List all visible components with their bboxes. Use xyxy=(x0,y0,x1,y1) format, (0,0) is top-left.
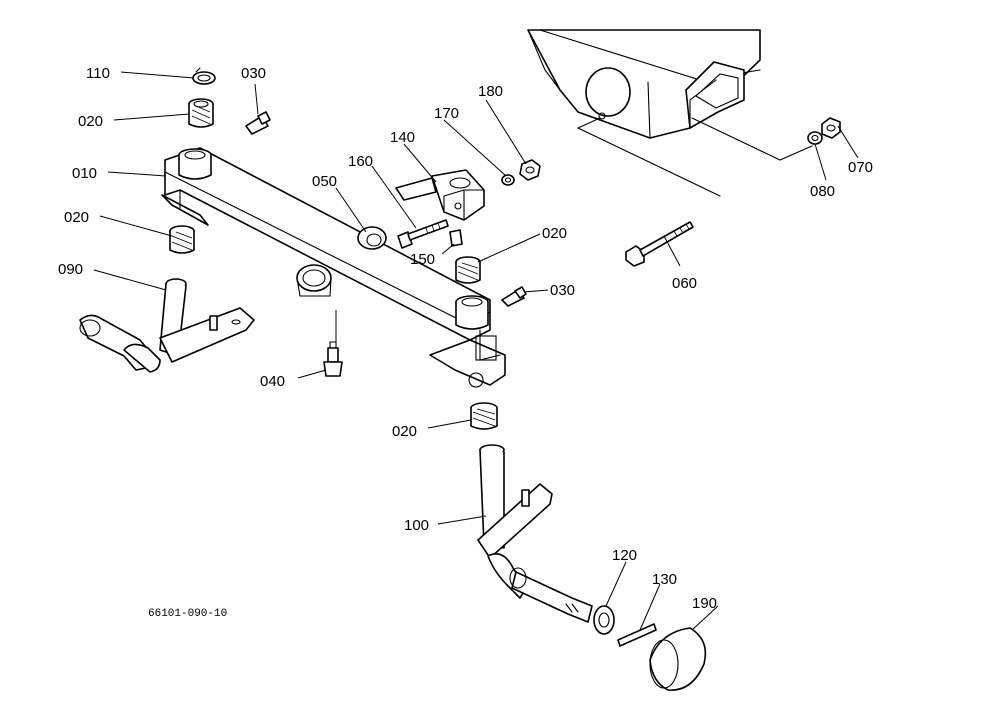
grease-nipple-030-right xyxy=(501,286,527,307)
knuckle-arm-100 xyxy=(477,444,593,623)
callout-040: 040 xyxy=(260,373,285,390)
bracket-140 xyxy=(395,169,485,221)
bolt-160 xyxy=(397,219,449,249)
callout-130: 130 xyxy=(652,571,677,588)
grease-nipple-040 xyxy=(323,341,343,377)
callout-090: 090 xyxy=(58,261,83,278)
washer-120 xyxy=(593,605,615,635)
callout-020-left: 020 xyxy=(64,209,89,226)
callout-030-left: 030 xyxy=(241,65,266,82)
callout-020-right-upper: 020 xyxy=(542,225,567,242)
callout-150: 150 xyxy=(410,251,435,268)
callout-110: 110 xyxy=(86,65,110,82)
nut-180 xyxy=(519,159,541,181)
bushing-020-right-upper xyxy=(455,256,481,284)
callout-060: 060 xyxy=(672,275,697,292)
callout-100: 100 xyxy=(404,517,429,534)
callout-020-right-lower: 020 xyxy=(392,423,417,440)
axle-beam xyxy=(161,147,506,388)
split-pin-130 xyxy=(617,623,657,647)
tractor-frame xyxy=(527,29,813,197)
callout-170: 170 xyxy=(434,105,459,122)
bushing-020-left-lower xyxy=(169,225,195,254)
callout-050: 050 xyxy=(312,173,337,190)
callout-190: 190 xyxy=(692,595,717,612)
grease-nipple-030-left xyxy=(245,111,271,135)
circlip-110 xyxy=(192,67,216,85)
knuckle-arm-090 xyxy=(79,278,255,373)
hub-cap-190 xyxy=(649,627,707,691)
pin-150 xyxy=(449,229,463,247)
callout-120: 120 xyxy=(612,547,637,564)
leader-lines xyxy=(93,71,859,631)
washer-050 xyxy=(357,226,387,250)
callout-020-top: 020 xyxy=(78,113,103,130)
callout-140: 140 xyxy=(390,129,415,146)
callout-180: 180 xyxy=(478,83,503,100)
bolt-060 xyxy=(625,221,694,267)
drawing-code: 66101-090-10 xyxy=(148,608,227,620)
callout-070: 070 xyxy=(848,159,873,176)
bushing-020-top xyxy=(188,98,214,128)
nut-070 xyxy=(821,117,841,139)
washer-170 xyxy=(501,174,515,186)
callout-labels: 110 030 020 010 020 090 050 160 140 170 … xyxy=(58,65,873,612)
callout-160: 160 xyxy=(348,153,373,170)
callout-030-right: 030 xyxy=(550,282,575,299)
callout-010: 010 xyxy=(72,165,97,182)
callout-080: 080 xyxy=(810,183,835,200)
washer-080 xyxy=(807,131,823,145)
bushing-020-right-lower xyxy=(470,402,498,430)
